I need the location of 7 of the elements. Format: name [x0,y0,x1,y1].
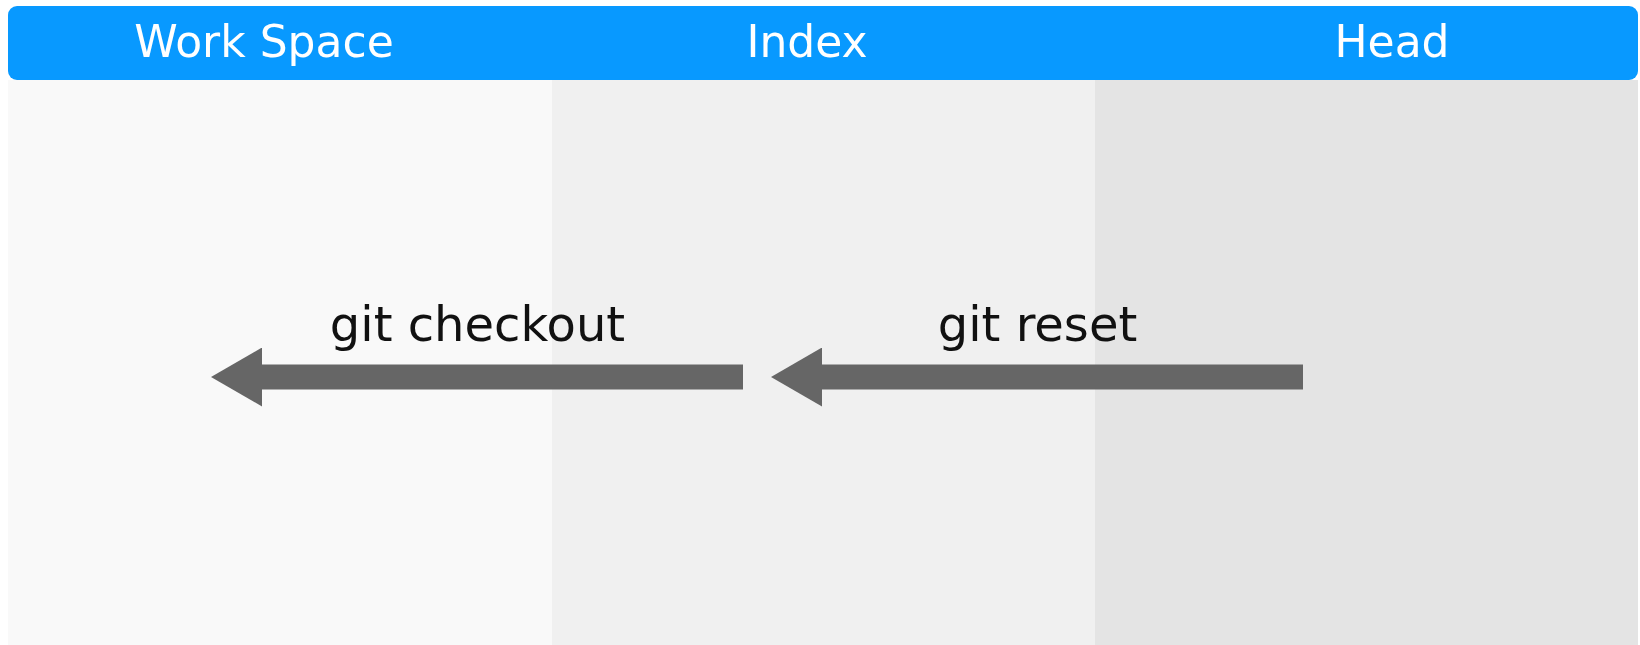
column-heading: Head [1334,15,1450,69]
arrow [211,347,743,407]
edge-label: git checkout [329,295,626,353]
arrow [771,347,1303,407]
edge-label: git reset [937,295,1138,353]
column-heading: Work Space [134,15,394,69]
column-heading: Index [746,15,868,69]
